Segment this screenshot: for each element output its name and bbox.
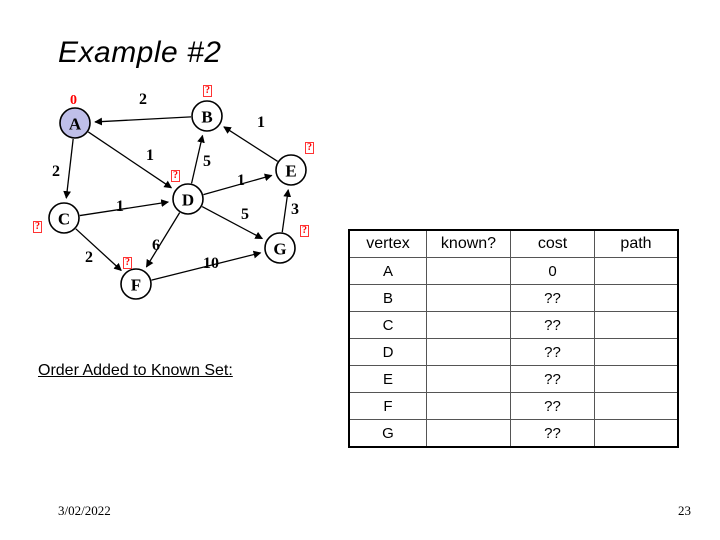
- table-cell-known-F[interactable]: [426, 392, 511, 420]
- table-row: E??: [348, 365, 679, 393]
- table-cell-known-B[interactable]: [426, 284, 511, 312]
- graph-node-label-D: D: [182, 191, 194, 210]
- distance-badge-D: ?: [171, 170, 180, 182]
- graph-edge-C-F: [75, 228, 122, 272]
- table-cell-vertex-B: B: [348, 284, 427, 312]
- table-cell-known-G[interactable]: [426, 419, 511, 448]
- graph-edge-C-D: [79, 199, 170, 217]
- graph-node-label-G: G: [273, 240, 286, 259]
- edge-weight-A-C: 2: [52, 163, 60, 180]
- table-cell-path-A[interactable]: [594, 257, 679, 285]
- graph-node-label-C: C: [58, 210, 70, 229]
- graph-edge-E-B: [223, 126, 278, 162]
- distance-badge-B: ?: [203, 85, 212, 97]
- graph-node-C[interactable]: [48, 202, 80, 234]
- edge-weight-D-E: 1: [237, 172, 245, 189]
- graph-edge-D-F: [145, 212, 181, 268]
- edge-layer: 2 2 1 5 1 1 1 5 3 2 6 10: [52, 91, 299, 281]
- table-cell-path-E[interactable]: [594, 365, 679, 393]
- graph-edge-G-E: [281, 189, 292, 233]
- table-row: B??: [348, 284, 679, 312]
- directed-weighted-graph: 2 2 1 5 1 1 1 5 3 2 6 10 A B C D E F G 0??????: [0, 0, 360, 330]
- table-header-cost: cost: [510, 229, 595, 258]
- table-cell-vertex-C: C: [348, 311, 427, 339]
- graph-svg: 2 2 1 5 1 1 1 5 3 2 6 10 A B C D E F G: [48, 91, 307, 300]
- graph-node-F[interactable]: [120, 268, 152, 300]
- node-layer: A B C D E F G: [48, 100, 307, 300]
- table-header-known: known?: [426, 229, 511, 258]
- graph-node-label-A: A: [69, 115, 82, 134]
- edge-weight-D-B: 5: [203, 153, 211, 170]
- page-title: Example #2: [58, 36, 222, 69]
- graph-node-E[interactable]: [275, 154, 307, 186]
- table-header-vertex: vertex: [348, 229, 427, 258]
- table-cell-cost-B[interactable]: ??: [510, 284, 595, 312]
- edge-weight-C-F: 2: [85, 249, 93, 266]
- graph-node-label-B: B: [201, 108, 212, 127]
- table-row: C??: [348, 311, 679, 339]
- graph-edge-F-G: [151, 250, 262, 281]
- footer-page-number: 23: [678, 503, 691, 518]
- table-cell-known-A[interactable]: [426, 257, 511, 285]
- edge-weight-F-G: 10: [203, 255, 219, 272]
- footer-date: 3/02/2022: [58, 503, 111, 518]
- distance-badge-G: ?: [300, 225, 309, 237]
- edge-weight-G-E: 3: [291, 201, 299, 218]
- distance-badge-C: ?: [33, 221, 42, 233]
- table-cell-cost-A[interactable]: 0: [510, 257, 595, 285]
- table-row: G??: [348, 419, 679, 448]
- table-cell-cost-G[interactable]: ??: [510, 419, 595, 448]
- graph-edge-B-A: [94, 116, 192, 126]
- graph-node-D[interactable]: [172, 183, 204, 215]
- graph-node-B[interactable]: [191, 100, 223, 132]
- table-cell-vertex-D: D: [348, 338, 427, 366]
- distance-badge-E: ?: [305, 142, 314, 154]
- edge-weight-B-A: 2: [139, 91, 147, 108]
- table-cell-path-C[interactable]: [594, 311, 679, 339]
- table-row: F??: [348, 392, 679, 420]
- table-cell-cost-C[interactable]: ??: [510, 311, 595, 339]
- graph-node-label-E: E: [285, 162, 296, 181]
- table-cell-path-F[interactable]: [594, 392, 679, 420]
- graph-edge-D-B: [190, 134, 205, 184]
- table-cell-known-E[interactable]: [426, 365, 511, 393]
- edge-weight-D-G: 5: [241, 206, 249, 223]
- table-cell-known-C[interactable]: [426, 311, 511, 339]
- graph-edge-A-D: [87, 131, 173, 189]
- table-row: D??: [348, 338, 679, 366]
- edge-weight-E-B: 1: [257, 114, 265, 131]
- graph-edge-A-C: [63, 138, 74, 199]
- table-cell-path-B[interactable]: [594, 284, 679, 312]
- table-cell-cost-F[interactable]: ??: [510, 392, 595, 420]
- table-cell-cost-E[interactable]: ??: [510, 365, 595, 393]
- table-cell-path-D[interactable]: [594, 338, 679, 366]
- table-cell-vertex-E: E: [348, 365, 427, 393]
- distance-badge-A: 0: [70, 93, 77, 108]
- graph-node-G[interactable]: [264, 232, 296, 264]
- table-cell-vertex-G: G: [348, 419, 427, 448]
- graph-edge-D-G: [201, 205, 264, 240]
- order-added-to-known-set-label: Order Added to Known Set:: [38, 362, 233, 379]
- table-cell-vertex-A: A: [348, 257, 427, 285]
- edge-weight-D-F: 6: [152, 237, 160, 254]
- edge-weight-A-D: 1: [146, 147, 154, 164]
- edge-weight-C-D: 1: [116, 198, 124, 215]
- graph-node-A[interactable]: [59, 107, 91, 139]
- table-cell-known-D[interactable]: [426, 338, 511, 366]
- table-header-path: path: [594, 229, 679, 258]
- table-cell-path-G[interactable]: [594, 419, 679, 448]
- graph-edge-D-E: [203, 173, 273, 196]
- table-cell-cost-D[interactable]: ??: [510, 338, 595, 366]
- graph-node-label-F: F: [131, 276, 141, 295]
- table-cell-vertex-F: F: [348, 392, 427, 420]
- distance-badge-F: ?: [123, 257, 132, 269]
